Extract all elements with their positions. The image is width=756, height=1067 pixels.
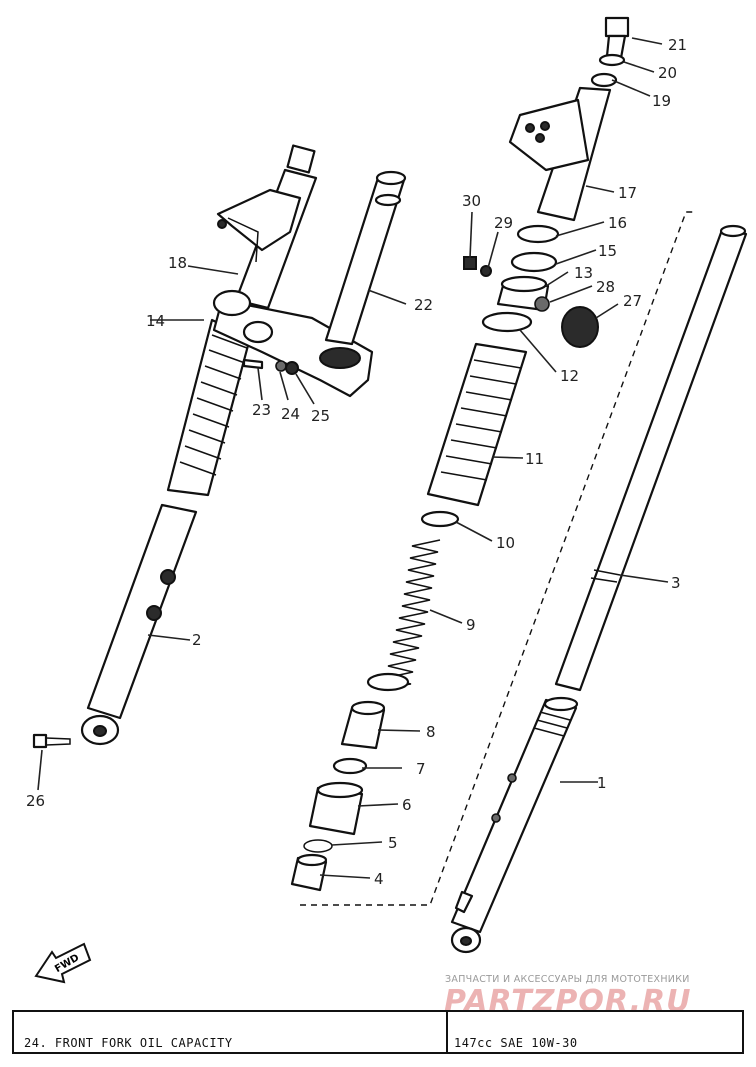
boot-rings [179,334,248,476]
cap-bolt-part [286,144,316,174]
callout-6: 6 [402,796,412,814]
callout-9: 9 [466,616,476,634]
nut-30-part [463,256,477,270]
footer-divider [446,1012,448,1052]
hardware-23-25 [242,358,299,375]
callout-8: 8 [426,723,436,741]
center-exploded-parts [290,16,696,906]
callout-22: 22 [414,296,433,314]
callout-4: 4 [374,870,384,888]
ring-7-part [332,757,368,775]
rubber-boot-11-part [426,342,528,507]
washer-12-part [481,311,533,333]
callout-21: 21 [668,36,687,54]
inner-tube-3-part [554,228,748,692]
callout-29: 29 [494,214,513,232]
callout-15: 15 [598,242,617,260]
callout-16: 16 [608,214,627,232]
callout-23: 23 [252,401,271,419]
watermark-logo: PARTZPOR.RU [444,984,692,1019]
left-fork-assembly [32,144,407,749]
callout-13: 13 [574,264,593,282]
fwd-arrow-icon: FWD [34,942,92,984]
nut-15-part [510,251,558,273]
callout-labels: 1 2 3 4 5 6 7 8 9 10 11 12 13 14 15 16 1… [26,36,687,888]
washer-16-part [516,224,560,244]
seat-10-part [420,510,460,528]
callout-19: 19 [652,92,671,110]
callout-10: 10 [496,534,515,552]
callout-11: 11 [525,450,544,468]
callout-2: 2 [192,631,202,649]
callout-7: 7 [416,760,426,778]
callout-24: 24 [281,405,300,423]
reflector-27-part [561,306,599,348]
callout-3: 3 [671,574,681,592]
clip-5-part [303,839,333,853]
washer-29-part [480,265,492,277]
callout-26: 26 [26,792,45,810]
washer-19-part [590,72,618,88]
right-fork-tubes [450,224,748,954]
watermark-subtitle: ЗАПЧАСТИ И АКСЕССУАРЫ ДЛЯ МОТОТЕХНИКИ [445,974,690,985]
bolt-26-part [32,733,71,749]
callout-5: 5 [388,834,398,852]
callout-30: 30 [462,192,481,210]
ring-14-part [212,289,252,317]
bracket-part [216,188,302,252]
callout-14: 14 [146,312,165,330]
fitting-part [146,605,162,621]
footer-oil-spec: 147cc SAE 10W-30 [454,1036,578,1050]
fitting-part [160,569,176,585]
callout-12: 12 [560,367,579,385]
callout-17: 17 [618,184,637,202]
rubber-boot-part [166,318,252,497]
callout-28: 28 [596,278,615,296]
headlight-ear-part [508,98,590,172]
outer-tube-part [86,503,198,720]
callout-1: 1 [597,774,607,792]
leader-lines [37,37,669,879]
footer-note-bar: 24. FRONT FORK OIL CAPACITY 147cc SAE 10… [12,1010,744,1054]
bolt-21-part [604,16,630,38]
footer-note: 24. FRONT FORK OIL CAPACITY [24,1036,233,1050]
callout-27: 27 [623,292,642,310]
spring-9-part [381,539,441,689]
callout-18: 18 [168,254,187,272]
callout-20: 20 [658,64,677,82]
callout-25: 25 [311,407,330,425]
washer-20-part [598,53,626,67]
bolt-28-part [534,296,550,312]
